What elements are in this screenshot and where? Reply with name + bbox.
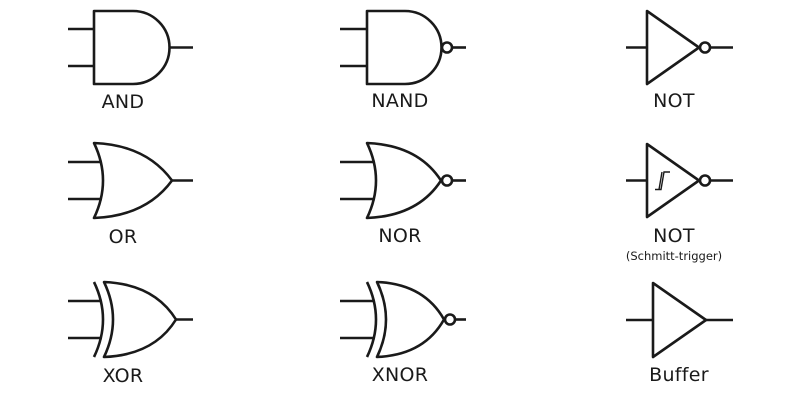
not-schmitt-body bbox=[645, 142, 701, 219]
not-schmitt-label: NOT bbox=[653, 225, 695, 247]
and-gate-symbol bbox=[68, 9, 193, 86]
nand-body bbox=[365, 9, 443, 86]
xnor-label: XNOR bbox=[371, 364, 429, 386]
or-body bbox=[92, 141, 174, 220]
nor-inversion-bubble bbox=[440, 174, 454, 187]
not-label: NOT bbox=[653, 90, 695, 112]
not-schmitt-gate-symbol bbox=[626, 142, 733, 219]
xor-gate-symbol bbox=[68, 280, 193, 359]
xnor-gate-symbol bbox=[340, 280, 466, 359]
and-body bbox=[92, 9, 171, 86]
hysteresis-icon bbox=[655, 171, 670, 191]
or-label: OR bbox=[108, 226, 138, 248]
xor-body bbox=[102, 280, 178, 359]
nand-inversion-bubble bbox=[440, 41, 454, 54]
not-gate-symbol bbox=[626, 9, 733, 86]
not-body bbox=[645, 9, 701, 86]
and-label: AND bbox=[101, 91, 145, 113]
nor-gate-symbol bbox=[340, 141, 466, 220]
buffer-gate-symbol bbox=[626, 281, 733, 359]
hysteresis-icon-inner bbox=[658, 171, 663, 190]
nor-body bbox=[365, 141, 443, 220]
or-gate-symbol bbox=[68, 141, 193, 220]
nand-label: NAND bbox=[371, 90, 429, 112]
xor-label: XOR bbox=[102, 365, 144, 387]
xnor-inversion-bubble bbox=[443, 313, 457, 326]
nor-label: NOR bbox=[378, 225, 422, 247]
xnor-extra-curve bbox=[365, 281, 378, 358]
buffer-body bbox=[651, 281, 708, 359]
xor-extra-curve bbox=[92, 281, 105, 358]
buffer-label: Buffer bbox=[649, 364, 709, 386]
not-schmitt-sublabel: (Schmitt-trigger) bbox=[625, 249, 723, 263]
xnor-body bbox=[375, 280, 446, 359]
not-schmitt-inversion-bubble bbox=[698, 174, 712, 187]
nand-gate-symbol bbox=[340, 9, 466, 86]
not-inversion-bubble bbox=[698, 41, 712, 54]
